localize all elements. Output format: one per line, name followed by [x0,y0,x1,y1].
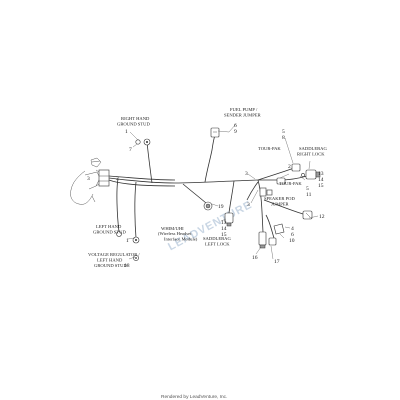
part-number-11: 11 [306,192,312,198]
part-number-17: 17 [274,259,280,265]
left-junction-block [95,169,110,187]
part-number-1-bottom: 1 [126,238,129,244]
leader-lines [127,123,319,260]
part-number-13-top: 13 [318,171,324,177]
saddlebag-right-lock-connector [301,169,321,180]
part-number-12: 12 [319,214,325,220]
fuel-pump-connector [210,127,220,138]
tour-pak-lower-connector [276,177,286,185]
connector-16-17-part [258,231,277,249]
footer-credit: Rendered by LeadVenture, Inc. [161,394,227,400]
part-number-2: 2 [288,164,291,170]
part-number-3-right: 3 [116,176,119,182]
part-number-6-lower: 6 [291,232,294,238]
part-numbers: 1 7 6 9 5 8 3 3 3 2 13 14 15 3 5 11 19 1… [87,123,325,269]
part-number-15-mid: 15 [221,232,227,238]
part-number-14-mid: 14 [221,226,227,232]
label-fuel-pump-sender-jumper: FUEL PUMP /SENDER JUMPER [224,107,262,117]
connector-4-part [273,223,285,235]
whim-uhi-connector [203,201,213,211]
part-number-3-left: 3 [87,176,90,182]
part-number-3-lower: 3 [247,202,250,208]
connector-12-part [302,210,313,220]
part-number-19: 19 [218,204,224,210]
rh-line-2: GROUND STUD [117,121,150,126]
part-number-5-lower: 5 [306,186,309,192]
part-number-3-mid: 3 [245,171,248,177]
tour-pak-upper-connector [291,163,301,172]
part-number-16: 16 [252,255,258,261]
label-tour-pak-lower: TOUR-PAK [279,181,302,186]
part-number-9: 9 [234,129,237,135]
part-number-15-top: 15 [318,183,324,189]
right-hand-ground-stud-part [135,138,151,146]
left-housing-sketch [70,157,102,205]
part-number-8: 8 [282,135,285,141]
part-number-5: 5 [282,129,285,135]
part-number-4: 4 [291,226,294,232]
label-tour-pak-upper: TOUR-PAK [258,146,281,151]
speaker-pod-jumper-connector [259,187,273,197]
main-harness [108,134,308,239]
part-number-13-mid: 13 [221,220,227,226]
left-hand-ground-stud-part [116,231,140,244]
saddlebag-left-lock-connector [224,212,234,227]
part-number-18: 18 [124,263,130,269]
rh-line-1: RIGHT HAND [121,116,150,121]
part-number-1-top: 1 [125,129,128,135]
part-number-7: 7 [129,147,132,153]
part-number-10: 10 [289,238,295,244]
voltage-regulator-ground-part [133,255,139,261]
part-number-6: 6 [234,123,237,129]
part-number-14-top: 14 [318,177,324,183]
